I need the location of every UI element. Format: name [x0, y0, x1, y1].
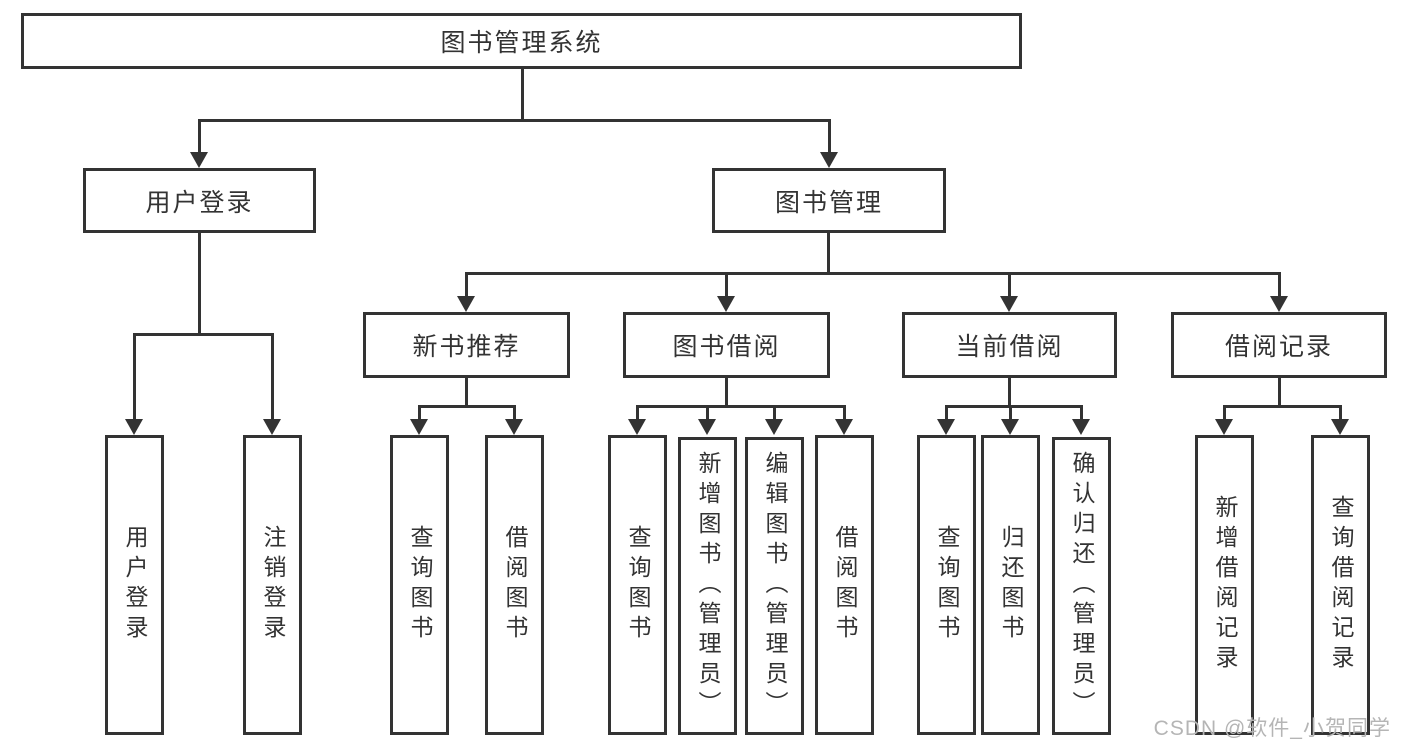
- node-new-book-recommend: 新书推荐: [363, 312, 570, 378]
- connector-line: [843, 405, 846, 420]
- leaf-add-book-admin: 新增图书（管理员）: [678, 437, 737, 735]
- connector-line: [133, 333, 273, 336]
- arrow-down-icon: [1215, 419, 1233, 435]
- connector-line: [418, 405, 516, 408]
- arrow-down-icon: [1072, 419, 1090, 435]
- connector-line: [706, 405, 709, 420]
- connector-line: [1008, 272, 1011, 298]
- node-label: 归还图书: [998, 525, 1024, 645]
- connector-line: [725, 272, 728, 298]
- connector-line: [521, 69, 524, 122]
- node-label: 当前借阅: [955, 333, 1064, 361]
- connector-line: [513, 405, 516, 420]
- node-book-management: 图书管理: [712, 168, 946, 233]
- connector-line: [773, 405, 776, 420]
- leaf-add-borrow-record: 新增借阅记录: [1195, 435, 1254, 735]
- connector-line: [418, 405, 421, 420]
- arrow-down-icon: [717, 296, 735, 312]
- node-label: 借阅图书: [832, 525, 858, 645]
- connector-line: [725, 378, 728, 408]
- arrow-down-icon: [1000, 296, 1018, 312]
- connector-line: [636, 405, 846, 408]
- connector-line: [1223, 405, 1340, 408]
- leaf-query-book-recommend: 查询图书: [390, 435, 449, 735]
- node-label: 注销登录: [260, 525, 286, 645]
- connector-line: [1008, 378, 1011, 408]
- connector-line: [465, 378, 468, 408]
- node-label: 查询图书: [934, 525, 960, 645]
- arrow-down-icon: [628, 419, 646, 435]
- leaf-query-book-borrow: 查询图书: [608, 435, 667, 735]
- leaf-borrow-book-recommend: 借阅图书: [485, 435, 544, 735]
- arrow-down-icon: [505, 419, 523, 435]
- node-label: 用户登录: [122, 525, 148, 645]
- node-library-management-system: 图书管理系统: [21, 13, 1022, 69]
- arrow-down-icon: [125, 419, 143, 435]
- connector-line: [198, 233, 201, 336]
- arrow-down-icon: [937, 419, 955, 435]
- node-label: 新书推荐: [412, 333, 521, 361]
- arrow-down-icon: [765, 419, 783, 435]
- node-borrow-records: 借阅记录: [1171, 312, 1387, 378]
- leaf-return-book: 归还图书: [981, 435, 1040, 735]
- node-label: 查询图书: [625, 525, 651, 645]
- node-label: 图书管理系统: [440, 29, 603, 57]
- arrow-down-icon: [698, 419, 716, 435]
- node-current-borrow: 当前借阅: [902, 312, 1117, 378]
- node-user-login: 用户登录: [83, 168, 316, 233]
- arrow-down-icon: [457, 296, 475, 312]
- leaf-confirm-return-admin: 确认归还（管理员）: [1052, 437, 1111, 735]
- connector-line: [1278, 272, 1281, 298]
- arrow-down-icon: [263, 419, 281, 435]
- arrow-down-icon: [1001, 419, 1019, 435]
- connector-line: [133, 333, 136, 420]
- node-label: 查询借阅记录: [1328, 495, 1354, 675]
- connector-line: [945, 405, 1083, 408]
- connector-line: [827, 233, 830, 275]
- connector-line: [465, 272, 1281, 275]
- leaf-query-book-current: 查询图书: [917, 435, 976, 735]
- node-label: 借阅图书: [502, 525, 528, 645]
- arrow-down-icon: [820, 152, 838, 168]
- connector-line: [1080, 405, 1083, 420]
- node-label: 用户登录: [145, 188, 254, 217]
- leaf-query-borrow-record: 查询借阅记录: [1311, 435, 1370, 735]
- arrow-down-icon: [1331, 419, 1349, 435]
- csdn-watermark: CSDN @软件_小贺同学: [1153, 717, 1391, 740]
- connector-line: [1278, 378, 1281, 408]
- connector-line: [465, 272, 468, 298]
- connector-line: [1009, 405, 1012, 420]
- connector-line: [271, 333, 274, 420]
- node-label: 新增借阅记录: [1212, 495, 1238, 675]
- node-label: 借阅记录: [1224, 333, 1333, 361]
- node-book-borrow: 图书借阅: [623, 312, 830, 378]
- node-label: 确认归还（管理员）: [1069, 451, 1095, 721]
- node-label: 新增图书（管理员）: [695, 451, 721, 721]
- connector-line: [1223, 405, 1226, 420]
- connector-line: [198, 119, 201, 154]
- arrow-down-icon: [1270, 296, 1288, 312]
- arrow-down-icon: [410, 419, 428, 435]
- leaf-logout: 注销登录: [243, 435, 302, 735]
- connector-line: [198, 119, 831, 122]
- node-label: 查询图书: [407, 525, 433, 645]
- connector-line: [636, 405, 639, 420]
- node-label: 图书管理: [774, 188, 883, 217]
- arrow-down-icon: [835, 419, 853, 435]
- node-label: 编辑图书（管理员）: [762, 451, 788, 721]
- leaf-borrow-book: 借阅图书: [815, 435, 874, 735]
- node-label: 图书借阅: [672, 333, 781, 361]
- arrow-down-icon: [190, 152, 208, 168]
- connector-line: [1339, 405, 1342, 420]
- leaf-user-login: 用户登录: [105, 435, 164, 735]
- connector-line: [828, 119, 831, 154]
- connector-line: [945, 405, 948, 420]
- leaf-edit-book-admin: 编辑图书（管理员）: [745, 437, 804, 735]
